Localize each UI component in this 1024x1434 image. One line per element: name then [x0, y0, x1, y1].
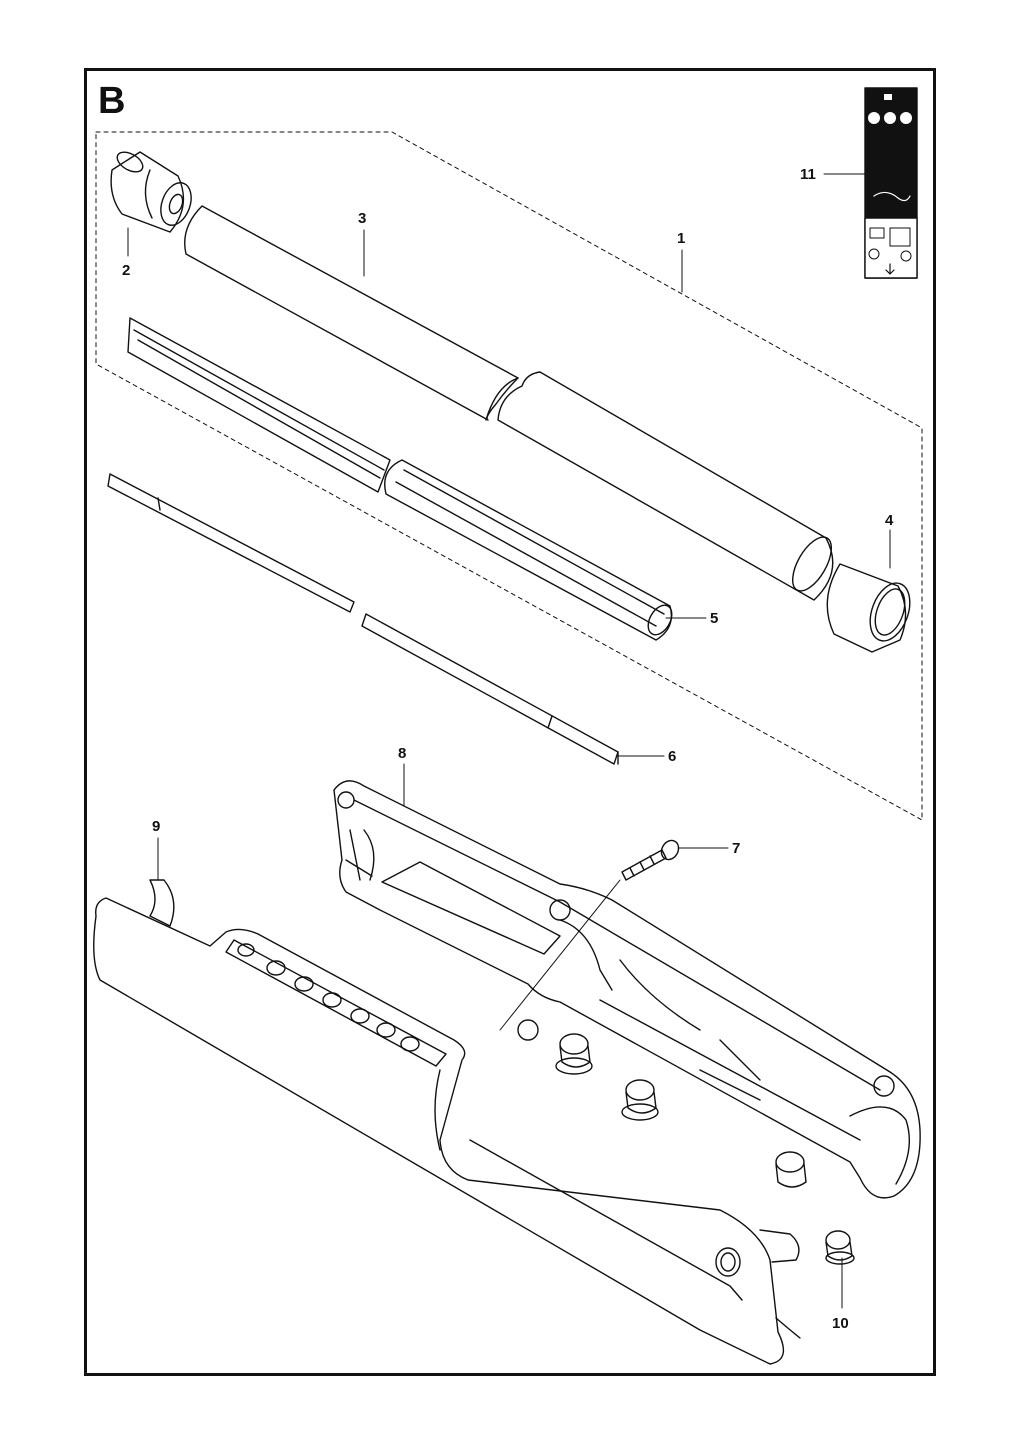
part-7-screw	[499, 839, 680, 1031]
part-9-housing-half	[93, 879, 801, 1365]
part-2-end-cap	[110, 151, 192, 233]
callout-11: 11	[800, 166, 816, 183]
part-5-channel-liner	[127, 317, 673, 641]
callout-8: 8	[398, 745, 407, 762]
section-letter: B	[98, 80, 126, 122]
callout-6: 6	[668, 748, 677, 765]
part-4-end-cap	[826, 563, 911, 653]
part-11-decal	[864, 87, 918, 279]
part-8-housing-half	[333, 780, 921, 1199]
callout-1: 1	[677, 230, 686, 247]
part-6-drive-shaft	[107, 473, 619, 765]
callout-7: 7	[732, 840, 741, 857]
callout-2: 2	[122, 262, 131, 279]
callout-3: 3	[358, 210, 367, 227]
callout-10: 10	[832, 1315, 849, 1332]
diagram-frame	[84, 68, 936, 1376]
part-10-bushing	[825, 1230, 855, 1265]
callout-5: 5	[710, 610, 719, 627]
part-3-tube	[184, 205, 834, 601]
leader-lines	[127, 173, 891, 1309]
callout-4: 4	[885, 512, 894, 529]
callout-9: 9	[152, 818, 161, 835]
assembly-boundary	[95, 131, 923, 821]
bushings	[555, 1033, 807, 1188]
